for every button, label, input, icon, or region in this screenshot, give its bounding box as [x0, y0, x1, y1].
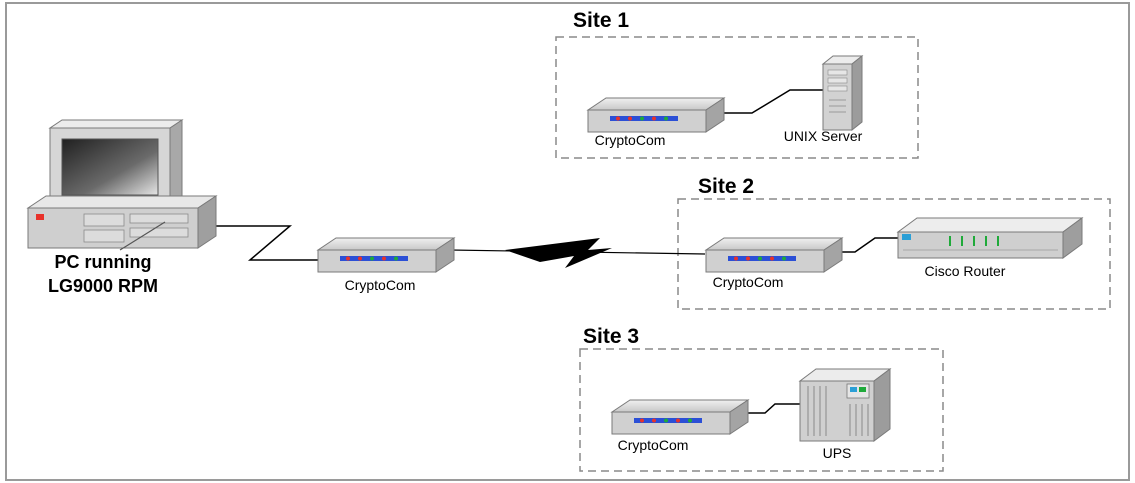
- site-3-title: Site 3: [583, 325, 639, 348]
- pc-icon: [26, 119, 218, 251]
- site-3-box: [579, 348, 944, 472]
- site-3-modem-label: CryptoCom: [618, 437, 689, 453]
- pc-to-modem-link: [216, 225, 330, 261]
- site-1-modem-icon: [586, 97, 726, 133]
- pc-label-line1: PC running: [55, 252, 152, 272]
- site-2-title: Site 2: [698, 175, 754, 198]
- outer-frame: [5, 2, 1130, 481]
- site-3-modem-icon: [610, 399, 750, 435]
- site-2-modem-icon: [704, 237, 844, 273]
- ups-icon: [798, 368, 892, 442]
- modem-icon: [316, 237, 456, 273]
- site-1-title: Site 1: [573, 9, 629, 32]
- lightning-bolt-icon: [505, 238, 612, 268]
- site-1-link: [722, 89, 823, 114]
- site-1-device-label: UNIX Server: [784, 128, 863, 144]
- site-2-link: [842, 237, 900, 253]
- central-modem-label: CryptoCom: [345, 277, 416, 293]
- server-tower-icon: [821, 54, 864, 132]
- pc-label-line2: LG9000 RPM: [48, 276, 158, 296]
- site-3-device-label: UPS: [823, 445, 852, 461]
- site-3-link: [747, 403, 800, 414]
- site-1-box: [555, 36, 919, 159]
- site-2-modem-label: CryptoCom: [713, 274, 784, 290]
- router-icon: [896, 217, 1084, 259]
- site-1-modem-label: CryptoCom: [595, 132, 666, 148]
- site-2-device-label: Cisco Router: [925, 263, 1006, 279]
